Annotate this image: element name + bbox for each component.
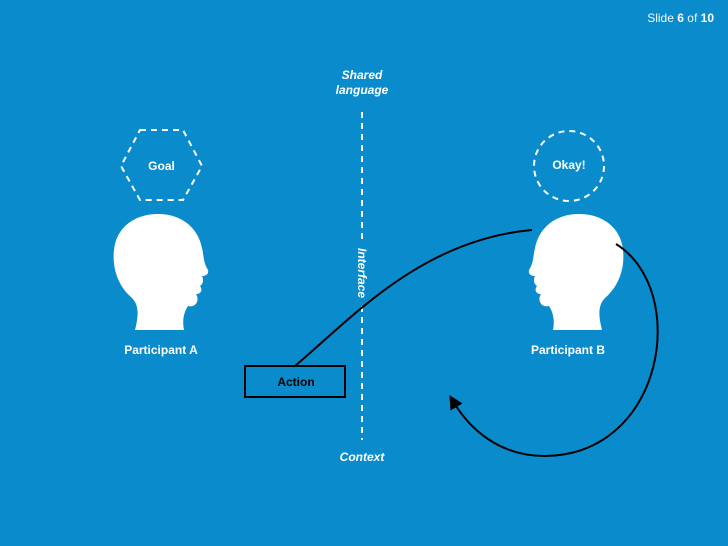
slide-counter: Slide 6 of 10 (647, 11, 714, 25)
participant-b-label: Participant B (530, 343, 605, 357)
feedback-arrow (449, 243, 659, 458)
slide-counter-separator: of (687, 11, 698, 25)
okay-label: Okay! (552, 158, 586, 172)
interface-label: Interface (355, 247, 369, 299)
participant-a-silhouette (113, 214, 209, 330)
slide-counter-current: 6 (677, 11, 684, 25)
shared-language-line-2: language (335, 83, 389, 97)
goal-label: Goal (148, 159, 175, 173)
okay-circle (533, 130, 605, 202)
participant-b-silhouette (528, 214, 624, 330)
slide-counter-label: Slide (647, 11, 674, 25)
context-label: Context (339, 450, 385, 464)
action-box (244, 365, 346, 398)
action-label: Action (277, 375, 315, 389)
goal-hexagon (119, 129, 204, 201)
slide-counter-total: 10 (700, 11, 714, 25)
participant-a-label: Participant A (124, 343, 198, 357)
action-arc (294, 229, 533, 367)
shared-language-label: Shared language (312, 68, 412, 98)
shared-language-line-1: Shared (341, 68, 383, 82)
